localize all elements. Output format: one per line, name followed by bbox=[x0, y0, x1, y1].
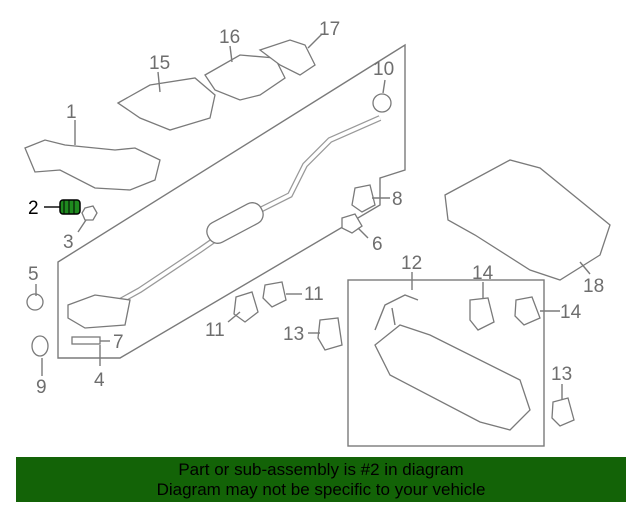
callout-5: 5 bbox=[28, 264, 39, 285]
insulator-11b bbox=[262, 281, 287, 308]
callout-17: 17 bbox=[319, 19, 340, 40]
muffler-assembly-frame bbox=[347, 279, 545, 447]
callout-8: 8 bbox=[392, 189, 403, 210]
gasket-9 bbox=[31, 335, 49, 357]
callout-13b: 13 bbox=[551, 364, 572, 385]
heat-shield-17 bbox=[258, 39, 316, 76]
callout-9: 9 bbox=[36, 377, 47, 398]
gasket-10 bbox=[372, 93, 392, 113]
callout-6: 6 bbox=[372, 234, 383, 255]
callout-3: 3 bbox=[63, 232, 74, 253]
banner-line-2: Diagram may not be specific to your vehi… bbox=[156, 480, 486, 499]
pipe-assembly-frame bbox=[57, 43, 406, 359]
insulator-14b bbox=[514, 296, 541, 326]
insulator-14a bbox=[469, 297, 495, 331]
part-info-banner: Part or sub-assembly is #2 in diagram Di… bbox=[16, 457, 626, 502]
heat-shield-16 bbox=[204, 54, 286, 101]
floor-heat-shield-18 bbox=[444, 159, 611, 281]
banner-line-1: Part or sub-assembly is #2 in diagram bbox=[178, 460, 464, 479]
callout-16: 16 bbox=[219, 27, 240, 48]
hanger-6 bbox=[341, 213, 363, 234]
callout-10: 10 bbox=[373, 59, 394, 80]
callout-1: 1 bbox=[66, 102, 77, 123]
callout-11b: 11 bbox=[205, 320, 225, 341]
stud-7 bbox=[71, 336, 101, 345]
callout-4: 4 bbox=[94, 370, 105, 391]
bracket-13b bbox=[551, 397, 575, 427]
nut-3 bbox=[81, 205, 98, 221]
muffler-12 bbox=[374, 324, 531, 431]
hanger-8 bbox=[351, 184, 376, 213]
callout-11a: 11 bbox=[304, 284, 324, 305]
nut-5 bbox=[26, 293, 44, 311]
gasket-part-2-highlighted bbox=[59, 199, 81, 215]
callout-18: 18 bbox=[583, 276, 604, 297]
insulator-11a bbox=[233, 291, 259, 323]
callout-15: 15 bbox=[149, 53, 170, 74]
callout-13a: 13 bbox=[283, 324, 304, 345]
heat-shield-15 bbox=[116, 77, 216, 131]
callout-2: 2 bbox=[28, 198, 39, 219]
callout-7: 7 bbox=[113, 332, 124, 353]
leader-lines bbox=[35, 33, 591, 400]
callout-14a: 14 bbox=[472, 263, 494, 284]
callout-12: 12 bbox=[401, 253, 422, 274]
callout-14b: 14 bbox=[560, 302, 582, 323]
bracket-13a bbox=[317, 317, 343, 351]
manifold-converter-1 bbox=[24, 139, 161, 191]
